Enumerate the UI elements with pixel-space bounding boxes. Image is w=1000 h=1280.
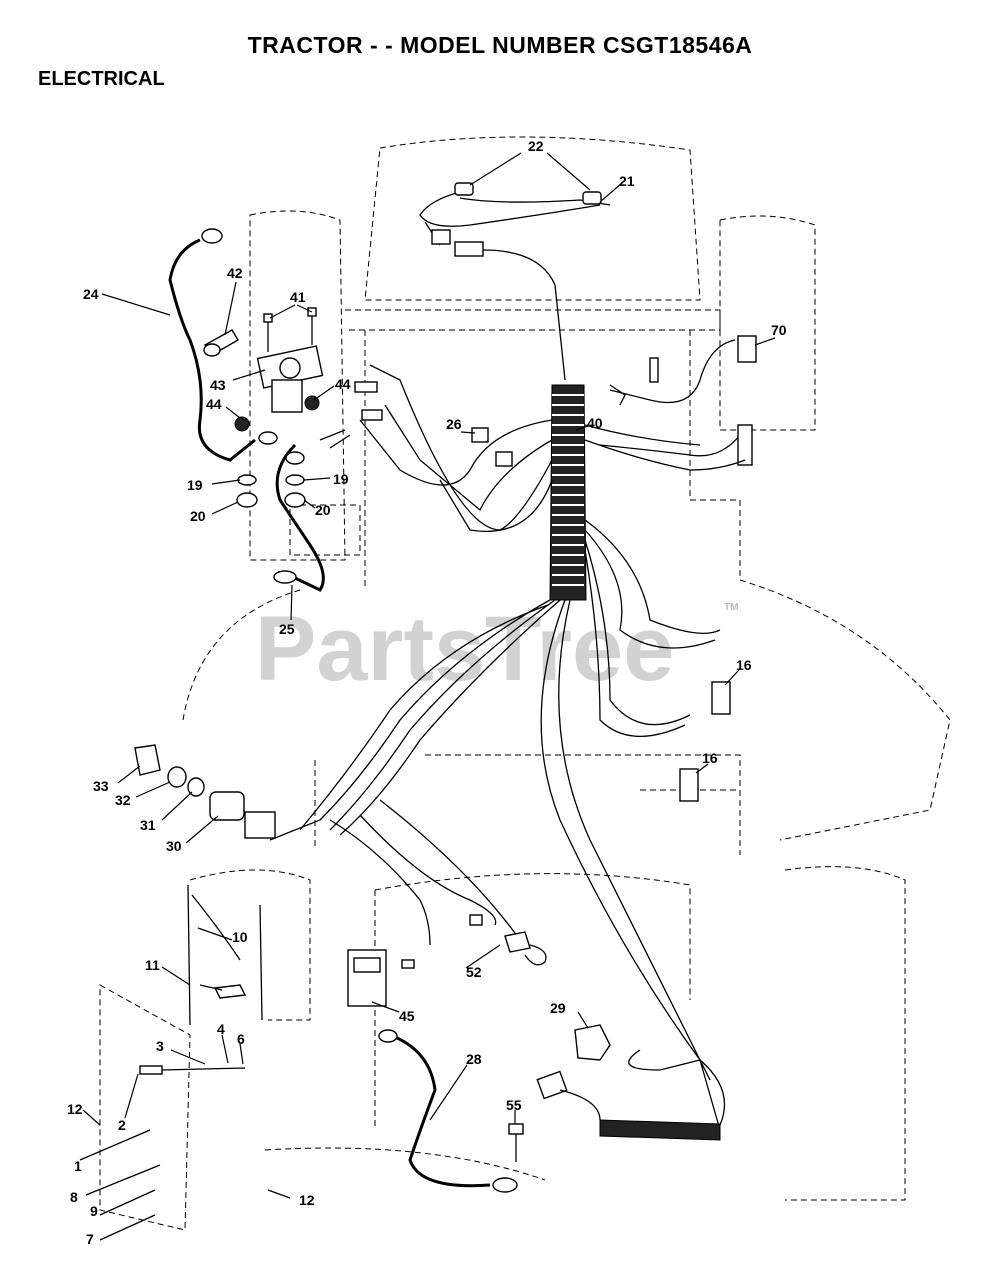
leader-lines — [82, 152, 776, 1199]
main-harness-loom — [269, 364, 746, 1131]
page-title: TRACTOR - - MODEL NUMBER CSGT18546A — [247, 32, 753, 58]
callout-43: 43 — [210, 377, 226, 393]
callout-10: 10 — [232, 929, 248, 945]
callout-12a: 12 — [67, 1101, 83, 1117]
callout-44b: 44 — [206, 396, 222, 412]
callout-22: 22 — [528, 138, 544, 154]
callout-16a: 16 — [736, 657, 752, 673]
callout-70: 70 — [771, 322, 787, 338]
callout-labels: 22 21 24 42 41 70 43 44 44 26 40 19 19 2… — [67, 138, 787, 1247]
tractor-outline — [99, 136, 951, 1231]
section-label: ELECTRICAL — [38, 68, 165, 90]
callout-24: 24 — [83, 286, 99, 302]
callout-1: 1 — [74, 1158, 82, 1174]
callout-25: 25 — [279, 621, 295, 637]
ignition-switch-group — [134, 744, 276, 839]
right-harness — [599, 335, 757, 466]
callout-31: 31 — [140, 817, 156, 833]
callout-6: 6 — [237, 1031, 245, 1047]
callout-30: 30 — [166, 838, 182, 854]
battery-cable — [168, 228, 256, 462]
interlock-switches — [679, 681, 731, 802]
callout-7: 7 — [86, 1231, 94, 1247]
callout-45: 45 — [399, 1008, 415, 1024]
callout-55: 55 — [506, 1097, 522, 1113]
callout-3: 3 — [156, 1038, 164, 1054]
callout-20a: 20 — [190, 508, 206, 524]
pto-switch — [536, 1024, 726, 1141]
bolt — [508, 1123, 524, 1162]
callout-4: 4 — [217, 1021, 225, 1037]
battery-ground-cable — [378, 1029, 518, 1193]
callout-26: 26 — [446, 416, 462, 432]
callout-33: 33 — [93, 778, 109, 794]
watermark-tm: TM — [724, 602, 738, 613]
hour-meter — [347, 914, 547, 1007]
callout-29: 29 — [550, 1000, 566, 1016]
callout-2: 2 — [118, 1117, 126, 1133]
callout-12b: 12 — [299, 1192, 315, 1208]
callout-40: 40 — [587, 415, 603, 431]
callout-19b: 19 — [333, 471, 349, 487]
callout-21: 21 — [619, 173, 635, 189]
callout-41: 41 — [290, 289, 306, 305]
callout-9: 9 — [90, 1203, 98, 1219]
lower-left-assembly — [79, 884, 263, 1241]
watermark-text: PartsTree — [255, 598, 674, 700]
callout-44a: 44 — [335, 376, 351, 392]
callout-8: 8 — [70, 1189, 78, 1205]
callout-19a: 19 — [187, 477, 203, 493]
callout-42: 42 — [227, 265, 243, 281]
callout-52: 52 — [466, 964, 482, 980]
ground-cable-upper — [273, 443, 325, 592]
callout-20b: 20 — [315, 502, 331, 518]
callout-16b: 16 — [702, 750, 718, 766]
callout-28: 28 — [466, 1051, 482, 1067]
headlight-harness — [419, 182, 611, 381]
callout-32: 32 — [115, 792, 131, 808]
callout-11: 11 — [145, 957, 160, 973]
